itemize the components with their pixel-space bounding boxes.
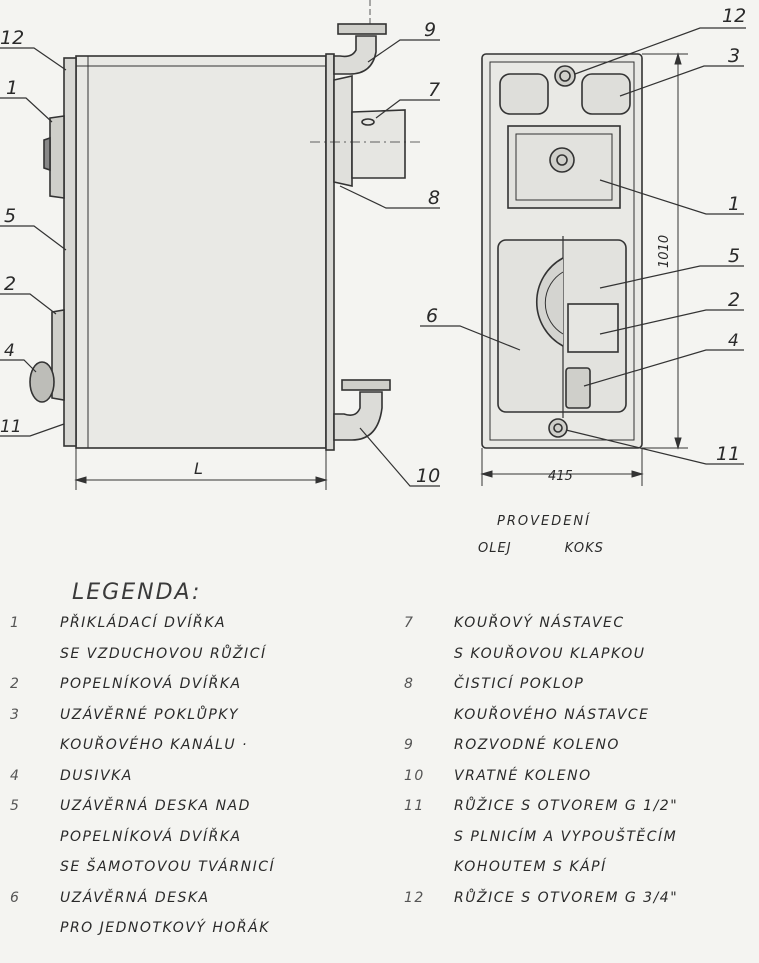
legend-text: RŮŽICE S OTVOREM G 3/4" [454,889,679,906]
legend-text: RŮŽICE S OTVOREM G 1/2" [454,798,679,814]
legend-number: 11 [404,798,425,814]
callout-12-front: 12 [722,5,746,27]
dimension-width [480,448,644,486]
legend-number: 4 [10,767,21,784]
dimension-height [642,52,688,450]
flue-closure-left [499,73,549,115]
return-elbow-side [333,379,391,441]
dimension-length [74,448,328,490]
front-view [480,52,688,486]
legend-text: VRATNÉ KOLENO [454,767,592,784]
dimension-length-label: L [194,459,203,478]
legend-number: 7 [404,615,415,631]
legend-text: ROZVODNÉ KOLENO [454,737,620,753]
legend-title: LEGENDA: [72,580,202,605]
callout-3-front: 3 [728,45,740,67]
legend-text: POPELNÍKOVÁ DVÍŘKA [60,676,242,692]
variant-title: PROVEDENÍ [497,514,591,529]
supply-elbow-side [333,0,387,75]
flue-closure-right [581,73,631,115]
legend-number: 9 [404,737,415,753]
legend-text: S KOUŘOVOU KLAPKOU [454,645,646,662]
leader-lines [0,27,746,487]
callout-1-front: 1 [728,193,740,215]
damper-knob-side [29,361,55,403]
legend-number: 12 [404,889,425,906]
callout-8: 8 [428,187,440,209]
callout-11-front: 11 [716,443,740,465]
damper-front [565,367,591,409]
oil-burner-opening [536,257,564,347]
callout-4-front: 4 [728,331,739,351]
legend-number: 3 [10,706,21,723]
callout-5-front: 5 [728,245,740,267]
variant-coke: KOKS [564,541,604,556]
legend-text: DUSIVKA [60,767,133,784]
legend-text: KOHOUTEM S KÁPÍ [454,859,607,875]
legend-number: 2 [10,676,21,692]
ash-door-front [567,303,619,353]
legend-text: SE ŠAMOTOVOU TVÁRNICÍ [60,859,276,875]
dimension-height-label: 1010 [657,235,672,268]
legend-text: ČISTICÍ POKLOP [454,676,585,692]
legend-number: 8 [404,676,415,692]
rosette-g12-front [548,418,568,438]
callout-12-side: 12 [0,27,24,49]
legend-number: 6 [10,889,21,906]
variant-labels: OLEJ KOKS [478,541,604,556]
callout-11-side: 11 [0,417,22,437]
callout-10: 10 [416,465,440,487]
callout-5-side: 5 [4,205,16,227]
flue-outlet-side [310,75,420,187]
callout-2-side: 2 [4,273,16,295]
boiler-body-side [75,55,327,449]
callout-numbers: 12 1 5 2 4 11 9 7 8 10 12 3 1 5 2 6 4 11… [0,5,746,487]
callout-7: 7 [428,79,440,101]
legend-text: UZÁVĚRNÁ DESKA NAD [60,798,251,814]
legend-number: 10 [404,767,425,784]
callout-2-front: 2 [728,289,740,311]
legend-text: UZÁVĚRNÁ DESKA [60,889,210,906]
front-panel-side [63,57,77,447]
legend-text: UZÁVĚRNÉ POKLŮPKY [60,706,240,723]
legend-text: KOUŘOVÉHO KANÁLU · [60,737,248,753]
legend-text: POPELNÍKOVÁ DVÍŘKA [60,828,242,845]
legend-text: PŘIKLÁDACÍ DVÍŘKA [60,615,227,631]
legend-number: 1 [10,615,21,631]
legend-text: SE VZDUCHOVOU RŮŽICÍ [60,645,267,662]
rear-flange-side [325,53,335,451]
callout-6-front: 6 [426,305,438,327]
callout-9: 9 [424,19,436,41]
dimension-width-label: 415 [548,469,573,484]
side-view [29,0,420,490]
legend-text: S PLNICÍM A VYPOUŠTĚCÍM [454,828,678,845]
feeding-door-side [49,115,65,199]
variant-oil: OLEJ [478,541,512,556]
legend-text: KOUŘOVÉHO NÁSTAVCE [454,706,650,723]
callout-1-side: 1 [6,77,18,99]
legend-right-column: 7 KOUŘOVÝ NÁSTAVEC S KOUŘOVOU KLAPKOU 8 ČIST… [404,615,754,960]
rosette-g34-front [554,65,576,87]
callout-4-side: 4 [4,341,15,361]
legend-text: PRO JEDNOTKOVÝ HOŘÁK [60,920,270,936]
legend-text: KOUŘOVÝ NÁSTAVEC [454,615,625,631]
legend-number: 5 [10,798,21,814]
